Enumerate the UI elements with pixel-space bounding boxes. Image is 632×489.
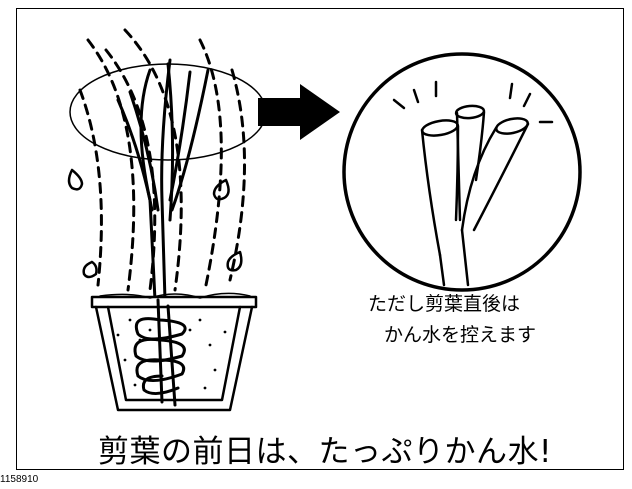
water-droplets (67, 168, 243, 279)
caption: 剪葉の前日は、たっぷりかん水! (98, 434, 552, 470)
fresh-cut-marks (392, 80, 554, 124)
illustration-frame (16, 8, 624, 470)
magnified-view-circle (342, 52, 582, 292)
figure-id: 1158910 (0, 474, 39, 485)
leek-plant (116, 58, 210, 302)
cut-stems-detail (420, 104, 530, 287)
note-line-2: かん水を控えます (384, 324, 537, 346)
water-spray-lines (78, 28, 247, 292)
roots (133, 298, 187, 407)
note-line-1: ただし剪葉直後は (368, 293, 521, 315)
arrow-icon (258, 84, 340, 140)
